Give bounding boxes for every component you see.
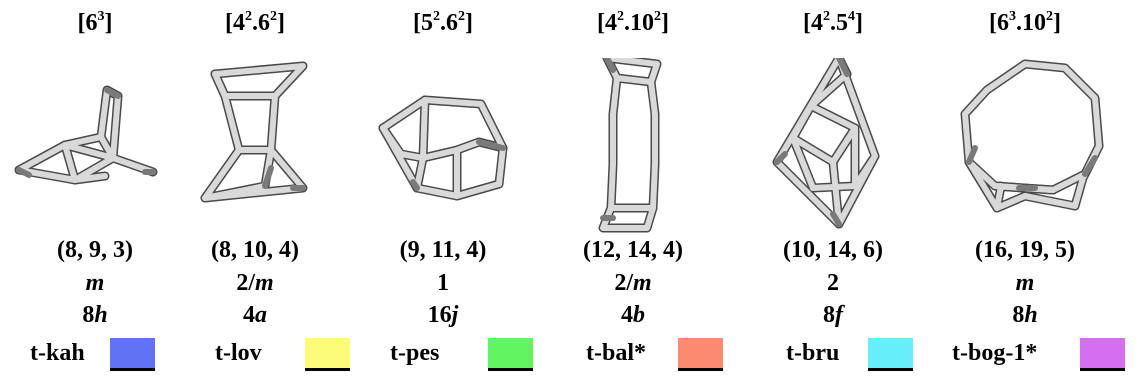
- color-swatch: [110, 338, 155, 371]
- vertex-edge-face-counts: (8, 9, 3): [57, 237, 133, 263]
- tile-name: t-lov: [215, 340, 262, 366]
- vertex-symbol: [42.62]: [225, 9, 285, 36]
- vertex-edge-face-counts: (10, 14, 6): [783, 237, 883, 263]
- color-swatch: [868, 338, 913, 371]
- color-swatch: [488, 338, 533, 371]
- tile-column-kah: [63]: [0, 0, 190, 383]
- tile-label-row: t-kah: [0, 338, 190, 376]
- tile-figure-bal: [543, 58, 723, 233]
- tile-column-bal: [42.102] (12, 1: [538, 0, 728, 383]
- vertex-symbol: [42.54]: [803, 9, 863, 36]
- tile-name: t-bog-1*: [952, 340, 1038, 366]
- vertex-symbol: [52.62]: [413, 9, 473, 36]
- wyckoff-position: 16j: [427, 302, 459, 328]
- color-swatch: [1080, 338, 1125, 371]
- wyckoff-position: 4b: [621, 302, 645, 328]
- tile-kah-drawing: [14, 85, 158, 185]
- vertex-edge-face-counts: (9, 11, 4): [399, 237, 487, 263]
- tile-figure-bog: [935, 58, 1115, 233]
- site-symmetry: 2: [827, 270, 839, 296]
- tile-label-row: t-bal*: [538, 338, 728, 376]
- tile-label-row: t-pes: [348, 338, 538, 376]
- vertex-edge-face-counts: (8, 10, 4): [211, 237, 299, 263]
- wyckoff-position: 8f: [823, 302, 843, 328]
- tile-column-bru: [42.54]: [738, 0, 928, 383]
- site-symmetry: m: [1015, 270, 1035, 296]
- tile-label-row: t-lov: [160, 338, 350, 376]
- tile-figure-pes: [353, 58, 533, 233]
- site-symmetry: 2/m: [614, 270, 652, 296]
- vertex-symbol: [63.102]: [989, 9, 1061, 36]
- tile-name: t-kah: [30, 340, 85, 366]
- vertex-edge-face-counts: (16, 19, 5): [975, 237, 1075, 263]
- site-symmetry: 1: [437, 270, 449, 296]
- site-symmetry: 2/m: [236, 270, 274, 296]
- site-symmetry: m: [85, 270, 105, 296]
- color-swatch: [678, 338, 723, 371]
- tile-label-row: t-bog-1*: [930, 338, 1125, 376]
- tile-bru-drawing: [772, 58, 880, 229]
- tile-name: t-bru: [786, 340, 840, 366]
- tile-column-lov: [42.62]: [160, 0, 350, 383]
- vertex-symbol: [42.102]: [597, 9, 669, 36]
- wyckoff-position: 4a: [243, 302, 267, 328]
- tile-lov-drawing: [200, 61, 308, 203]
- color-swatch: [305, 338, 350, 371]
- tile-figure-bru: [743, 58, 923, 233]
- tile-pes-drawing: [378, 95, 508, 201]
- tile-name: t-bal*: [586, 340, 646, 366]
- tile-label-row: t-bru: [738, 338, 928, 376]
- wyckoff-position: 8h: [82, 302, 108, 328]
- tile-column-bog: [63.102]: [930, 0, 1125, 383]
- vertex-edge-face-counts: (12, 14, 4): [583, 237, 683, 263]
- tile-name: t-pes: [390, 340, 440, 366]
- tile-figure-kah: [5, 58, 185, 233]
- tile-bal-drawing: [598, 58, 662, 233]
- vertex-symbol: [63]: [77, 9, 113, 36]
- wyckoff-position: 8h: [1012, 302, 1038, 328]
- tile-figure-lov: [165, 58, 345, 233]
- tile-bog-drawing: [960, 59, 1104, 213]
- tile-column-pes: [52.62]: [348, 0, 538, 383]
